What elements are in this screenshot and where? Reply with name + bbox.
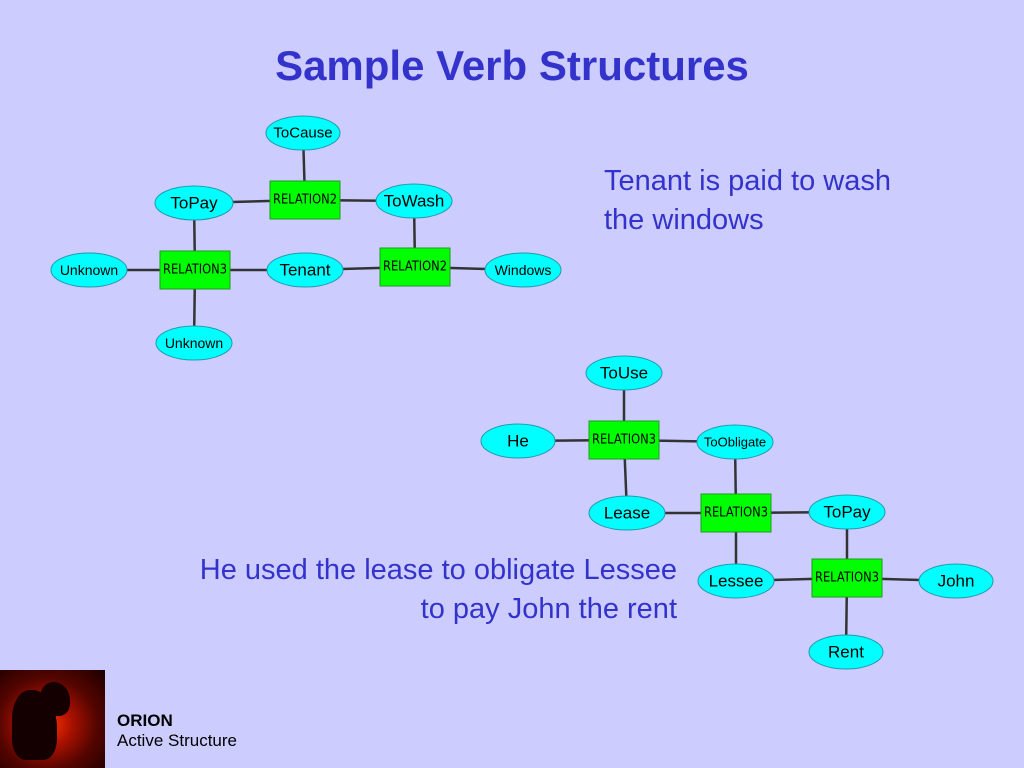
concept-ellipse [154, 185, 234, 221]
node-label: RELATION3 [704, 506, 768, 521]
d2-node-lease: Lease [588, 495, 666, 531]
caption-lease-line-1: He used the lease to obligate Lessee [199, 554, 677, 586]
brand-name: ORION [117, 711, 173, 730]
concept-ellipse [585, 355, 663, 391]
node-label: John [938, 572, 975, 591]
concept-ellipse [696, 424, 774, 460]
d1-node-windows: Windows [484, 252, 562, 288]
node-label: Tenant [279, 261, 330, 280]
d2-node-lessee: Lessee [697, 563, 775, 599]
node-label: ToPay [170, 194, 218, 213]
brand-subtitle: Active Structure [117, 731, 237, 750]
relation-box [159, 250, 231, 290]
horsehead-nebula-logo [0, 670, 105, 768]
relation-box [269, 180, 341, 220]
caption-lease: He used the lease to obligate Lessee to … [100, 551, 677, 629]
horsehead-mane [40, 682, 70, 716]
node-label: RELATION2 [383, 260, 447, 275]
concept-ellipse [480, 423, 556, 459]
d1-node-unknown2: Unknown [155, 325, 233, 361]
node-label: Lessee [709, 572, 764, 591]
node-label: ToObligate [704, 435, 766, 450]
d2-node-john: John [918, 563, 994, 599]
d2-node-he: He [480, 423, 556, 459]
node-label: RELATION2 [273, 193, 337, 208]
d1-node-rel3a: RELATION3 [159, 250, 231, 290]
node-label: ToPay [823, 503, 871, 522]
node-label: Lease [604, 504, 650, 523]
relation-box [588, 420, 660, 460]
d2-node-touse: ToUse [585, 355, 663, 391]
caption-tenant: Tenant is paid to wash the windows [604, 162, 1004, 240]
concept-ellipse [588, 495, 666, 531]
node-label: Unknown [60, 262, 118, 278]
concept-ellipse [375, 183, 453, 219]
relation-box [811, 558, 883, 598]
d1-node-unknown1: Unknown [50, 252, 128, 288]
d1-node-tenant: Tenant [266, 252, 344, 288]
d2-node-toobligate: ToObligate [696, 424, 774, 460]
concept-ellipse [155, 325, 233, 361]
concept-ellipse [266, 252, 344, 288]
d2-node-topay2: ToPay [808, 494, 886, 530]
caption-tenant-line-1: Tenant is paid to wash [604, 165, 891, 197]
d1-node-rel2b: RELATION2 [379, 247, 451, 287]
node-label: Windows [495, 262, 552, 278]
node-label: ToCause [273, 125, 332, 142]
concept-ellipse [50, 252, 128, 288]
slide-title: Sample Verb Structures [275, 42, 749, 89]
node-label: ToUse [600, 364, 648, 383]
caption-tenant-line-2: the windows [604, 204, 764, 236]
d1-node-tocause: ToCause [265, 115, 341, 151]
concept-ellipse [265, 115, 341, 151]
d1-node-rel2a: RELATION2 [269, 180, 341, 220]
footer-brand: ORION Active Structure [117, 711, 237, 751]
relation-box [379, 247, 451, 287]
concept-ellipse [484, 252, 562, 288]
caption-lease-line-2: to pay John the rent [420, 593, 677, 625]
d2-node-rel3c: RELATION3 [700, 493, 772, 533]
node-label: ToWash [384, 192, 445, 211]
relation-box [700, 493, 772, 533]
concept-ellipse [918, 563, 994, 599]
concept-ellipse [808, 494, 886, 530]
d1-node-towash: ToWash [375, 183, 453, 219]
node-label: Rent [828, 643, 864, 662]
d2-node-rel3b: RELATION3 [588, 420, 660, 460]
node-label: RELATION3 [163, 263, 227, 278]
concept-ellipse [808, 634, 884, 670]
d2-node-rel3d: RELATION3 [811, 558, 883, 598]
node-label: RELATION3 [592, 433, 656, 448]
d2-node-rent: Rent [808, 634, 884, 670]
node-label: RELATION3 [815, 571, 879, 586]
concept-ellipse [697, 563, 775, 599]
d1-node-topay: ToPay [154, 185, 234, 221]
node-label: He [507, 432, 529, 451]
node-label: Unknown [165, 335, 223, 351]
